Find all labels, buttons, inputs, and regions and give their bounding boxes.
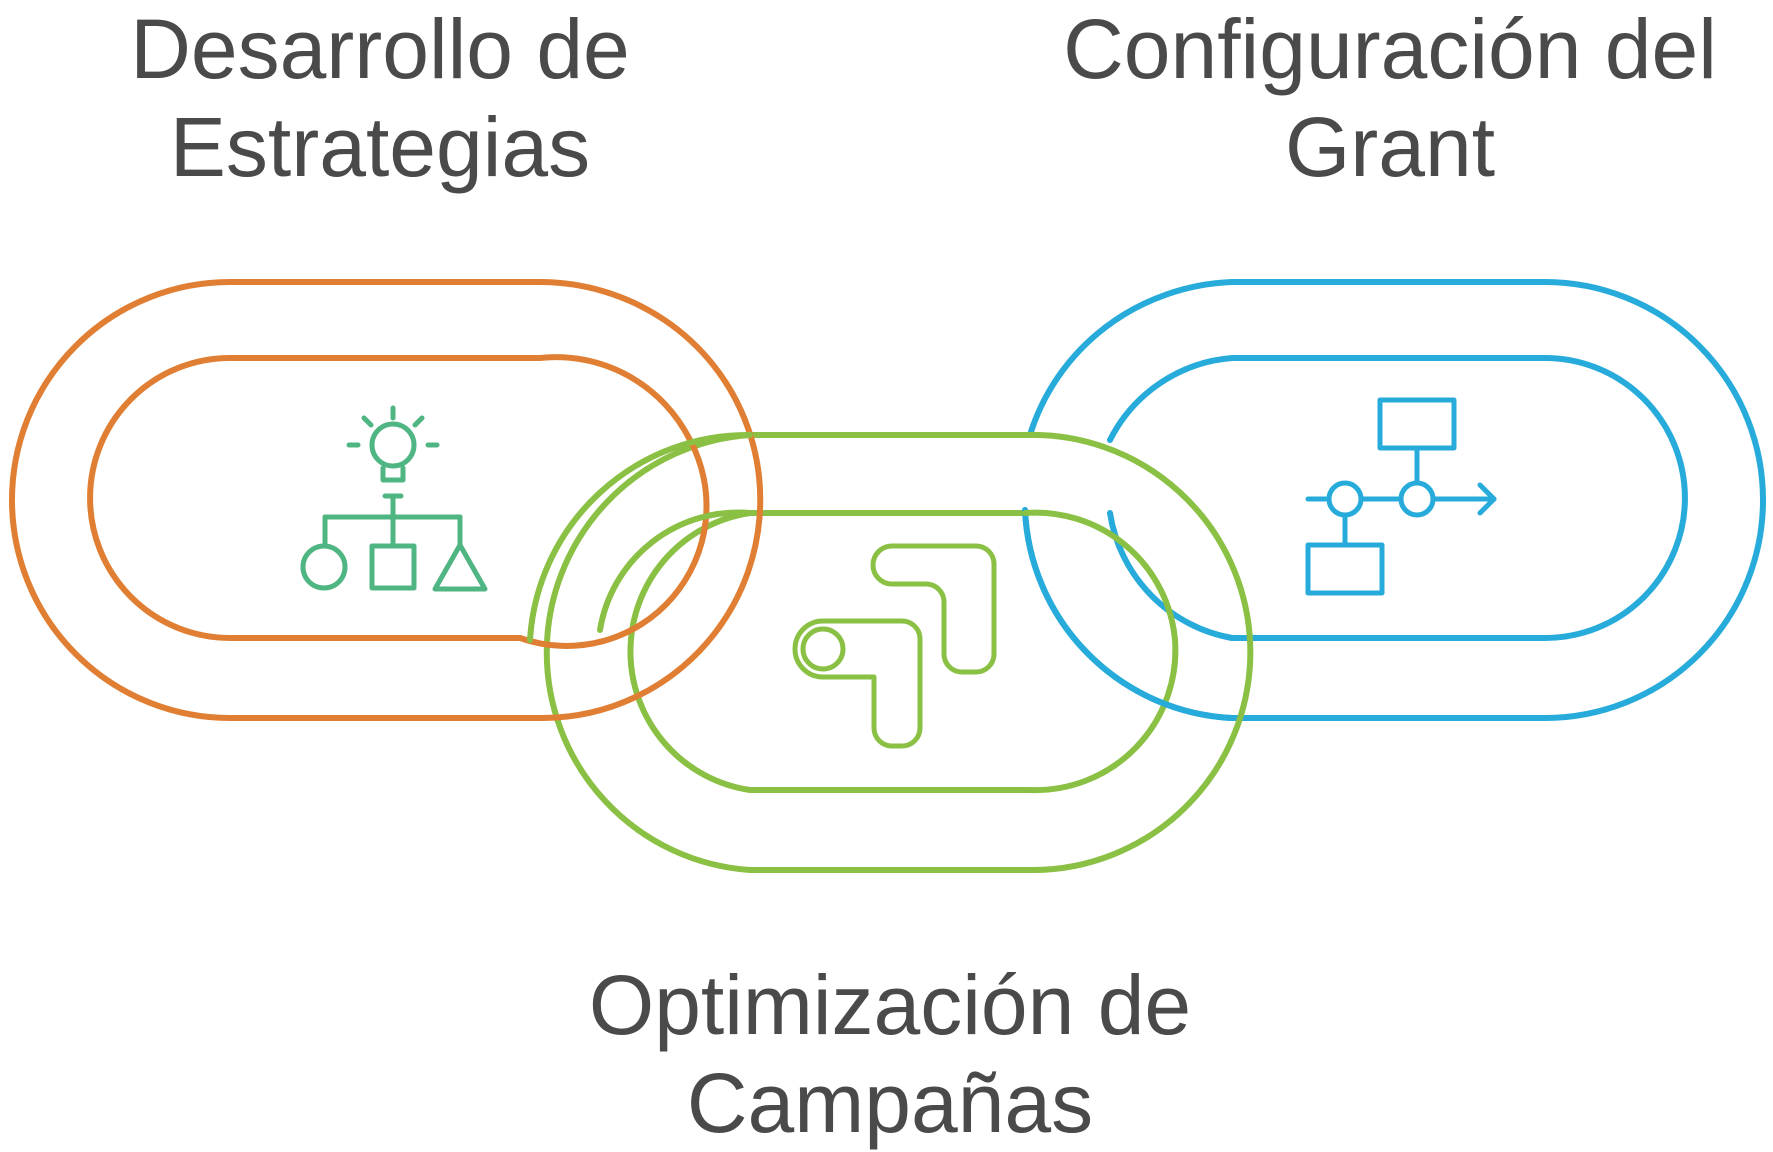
label-line: Grant — [1284, 100, 1496, 194]
label-line: Campañas — [686, 1056, 1094, 1150]
label-line: Desarrollo de — [130, 2, 630, 96]
green-over-orange — [527, 431, 753, 643]
label-configuracion-del-grant: Configuración del Grant — [1040, 0, 1740, 196]
google-ads-icon — [792, 543, 997, 749]
orange-over-green — [517, 417, 764, 722]
chain-link-desarrollo — [9, 279, 748, 721]
chain-link-optimizacion — [543, 432, 1254, 874]
label-optimizacion-de-campanas: Optimización de Campañas — [540, 956, 1240, 1152]
strategy-icon — [300, 405, 488, 592]
label-line: Optimización de — [588, 958, 1192, 1052]
green-over-blue — [1022, 431, 1253, 643]
label-line: Estrategias — [169, 100, 591, 194]
label-line: Configuración del — [1063, 2, 1717, 96]
label-desarrollo-de-estrategias: Desarrollo de Estrategias — [90, 0, 670, 196]
blue-over-green — [1022, 507, 1235, 721]
workflow-icon — [1305, 397, 1497, 596]
